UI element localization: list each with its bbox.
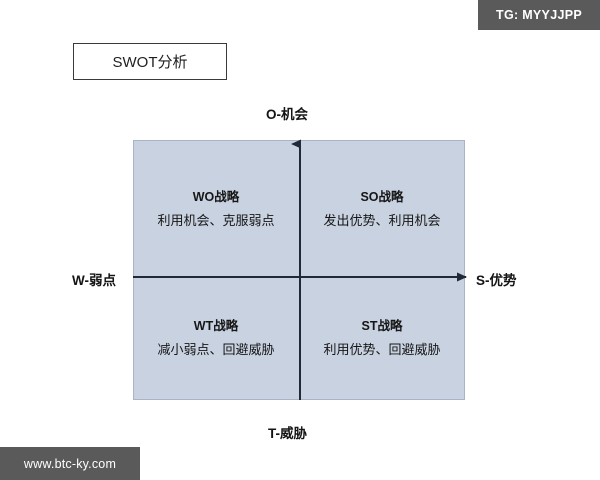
quadrant-so: SO战略 发出优势、利用机会 (299, 188, 465, 232)
axis-label-opportunities: O-机会 (266, 107, 308, 122)
diagram-title-box: SWOT分析 (73, 43, 227, 80)
quadrant-st-description: 利用优势、回避威胁 (323, 342, 441, 358)
telegram-badge-label: TG: MYYJJPP (496, 8, 582, 22)
telegram-badge: TG: MYYJJPP (478, 0, 600, 30)
site-watermark: www.btc-ky.com (0, 447, 140, 480)
quadrant-wo-description: 利用机会、克服弱点 (157, 213, 275, 229)
axis-label-strengths: S-优势 (476, 273, 517, 288)
quadrant-wt-description: 减小弱点、回避威胁 (157, 342, 275, 358)
quadrant-wt-title: WT战略 (193, 319, 239, 333)
axis-label-weaknesses: W-弱点 (72, 273, 116, 288)
axis-label-threats: T-威胁 (268, 426, 307, 441)
diagram-title-label: SWOT分析 (112, 54, 188, 71)
quadrant-so-description: 发出优势、利用机会 (323, 213, 441, 229)
swot-matrix-rectangle (133, 140, 465, 400)
quadrant-st: ST战略 利用优势、回避威胁 (299, 317, 465, 361)
site-watermark-label: www.btc-ky.com (23, 456, 117, 471)
quadrant-wo: WO战略 利用机会、克服弱点 (133, 188, 299, 232)
quadrant-st-title: ST战略 (361, 319, 403, 333)
quadrant-so-title: SO战略 (360, 190, 404, 204)
quadrant-wt: WT战略 减小弱点、回避威胁 (133, 317, 299, 361)
quadrant-wo-title: WO战略 (192, 190, 240, 204)
